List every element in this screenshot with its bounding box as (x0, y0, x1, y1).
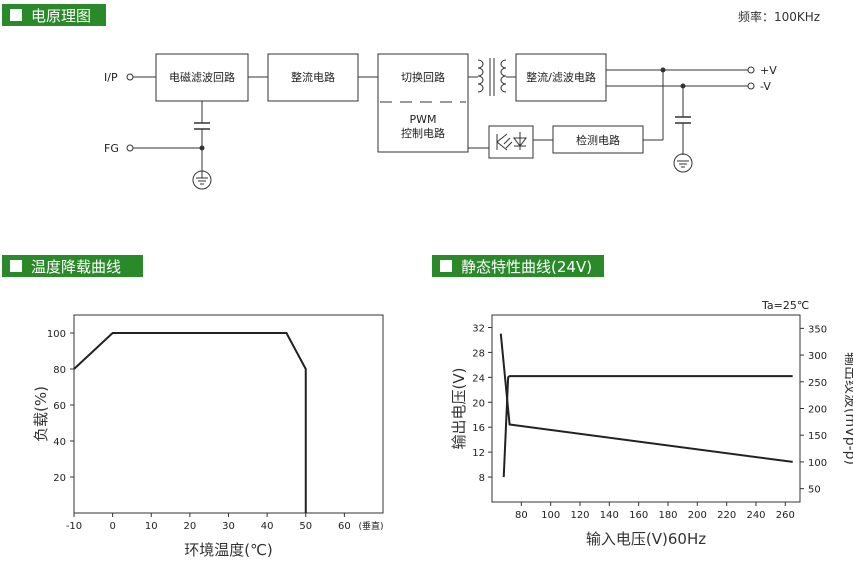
frequency-label: 频率：100KHz (738, 10, 821, 24)
x-tick-label: 240 (746, 510, 765, 521)
emi-filter-label: 电磁滤波回路 (169, 71, 235, 84)
x-tick-label: 60 (338, 521, 351, 532)
y-right-tick-label: 50 (808, 485, 821, 496)
optocoupler-icon (496, 132, 527, 151)
y-axis-label: 负载(%) (32, 386, 50, 442)
x-tick-label: 30 (222, 521, 235, 532)
static-title: 静态特性曲线(24V) (461, 257, 593, 276)
x-tick-label: 120 (570, 510, 589, 521)
pwm-control-label: 控制电路 (401, 126, 445, 140)
x-tick-label: 80 (515, 510, 528, 521)
derating-line (73, 332, 307, 513)
y-tick-label: 80 (53, 365, 66, 376)
static-characteristic-chart: Ta=25℃ 80 100 120 140 160 180 200 220 240 260 8 12 16… (450, 299, 853, 548)
pwm-label: PWM (409, 113, 436, 126)
y-right-tick-label: 200 (808, 405, 827, 416)
ground-icon (192, 170, 212, 190)
input-terminal-label: I/P (104, 71, 118, 84)
x-tick-label: 100 (541, 510, 560, 521)
x-tick-label: 260 (776, 510, 795, 521)
x-unit-note: (垂直) (358, 520, 383, 532)
ripple-line (499, 333, 793, 463)
x-axis-label: 环境温度(℃) (184, 541, 273, 559)
x-tick-label: -10 (66, 521, 82, 532)
y-left-tick-label: 20 (472, 398, 485, 409)
y-right-tick-label: 250 (808, 378, 827, 389)
y-left-tick-label: 8 (479, 473, 485, 484)
x-tick-label: 140 (600, 510, 619, 521)
plot-frame (491, 314, 801, 503)
ambient-annotation: Ta=25℃ (761, 299, 809, 312)
block-diagram: I/P FG 电磁滤波回路 整流电路 切换回路 PWM 控制电路 整流/滤波电路… (104, 53, 777, 190)
vplus-label: +V (760, 64, 777, 77)
vminus-label: -V (760, 80, 771, 93)
y-left-tick-label: 16 (472, 423, 485, 434)
optocoupler-box (488, 125, 534, 159)
schematic-header: 电原理图 (2, 4, 106, 26)
plot-frame (73, 314, 384, 514)
detect-label: 检测电路 (576, 133, 620, 147)
x-axis-label: 输入电压(V)60Hz (586, 530, 706, 548)
x-tick-label: 50 (299, 521, 312, 532)
x-tick-label: 180 (658, 510, 677, 521)
derating-chart: -10 0 10 20 30 40 50 60 (垂直) 20 40 60 80 100 环境温度(℃) 负载… (32, 314, 384, 559)
y-left-tick-label: 12 (472, 448, 485, 459)
square-icon (10, 260, 22, 272)
y-tick-label: 60 (53, 401, 66, 412)
y-left-tick-label: 24 (472, 373, 485, 384)
square-icon (10, 9, 22, 21)
output-voltage-line (502, 375, 793, 478)
y-right-tick-label: 100 (808, 458, 827, 469)
rectifier-label: 整流电路 (291, 70, 335, 84)
y-left-tick-label: 32 (472, 323, 485, 334)
square-icon (440, 260, 452, 272)
schematic-title: 电原理图 (31, 6, 92, 25)
y-right-tick-label: 300 (808, 351, 827, 362)
x-tick-label: 20 (184, 521, 197, 532)
switch-pwm-box (377, 53, 469, 153)
y-left-axis-label: 输出电压(V) (450, 368, 468, 450)
y-tick-label: 100 (47, 329, 66, 340)
derating-title: 温度降载曲线 (31, 257, 122, 276)
static-header: 静态特性曲线(24V) (432, 255, 604, 277)
ground-icon (673, 153, 693, 173)
switch-label: 切换回路 (401, 70, 445, 84)
derating-header: 温度降载曲线 (2, 255, 143, 277)
x-tick-label: 10 (145, 521, 158, 532)
output-rectifier-label: 整流/滤波电路 (526, 70, 596, 84)
x-tick-label: 160 (629, 510, 648, 521)
y-tick-label: 20 (53, 473, 66, 484)
x-tick-label: 220 (717, 510, 736, 521)
y-right-tick-label: 350 (808, 324, 827, 335)
y-tick-label: 40 (53, 437, 66, 448)
x-tick-label: 0 (109, 521, 115, 532)
x-tick-label: 40 (261, 521, 274, 532)
y-left-tick-label: 28 (472, 348, 485, 359)
y-right-axis-label: 输出纹波(mVp-p) (842, 352, 853, 465)
fg-terminal-label: FG (104, 142, 119, 155)
x-tick-label: 200 (688, 510, 707, 521)
y-right-tick-label: 150 (808, 431, 827, 442)
